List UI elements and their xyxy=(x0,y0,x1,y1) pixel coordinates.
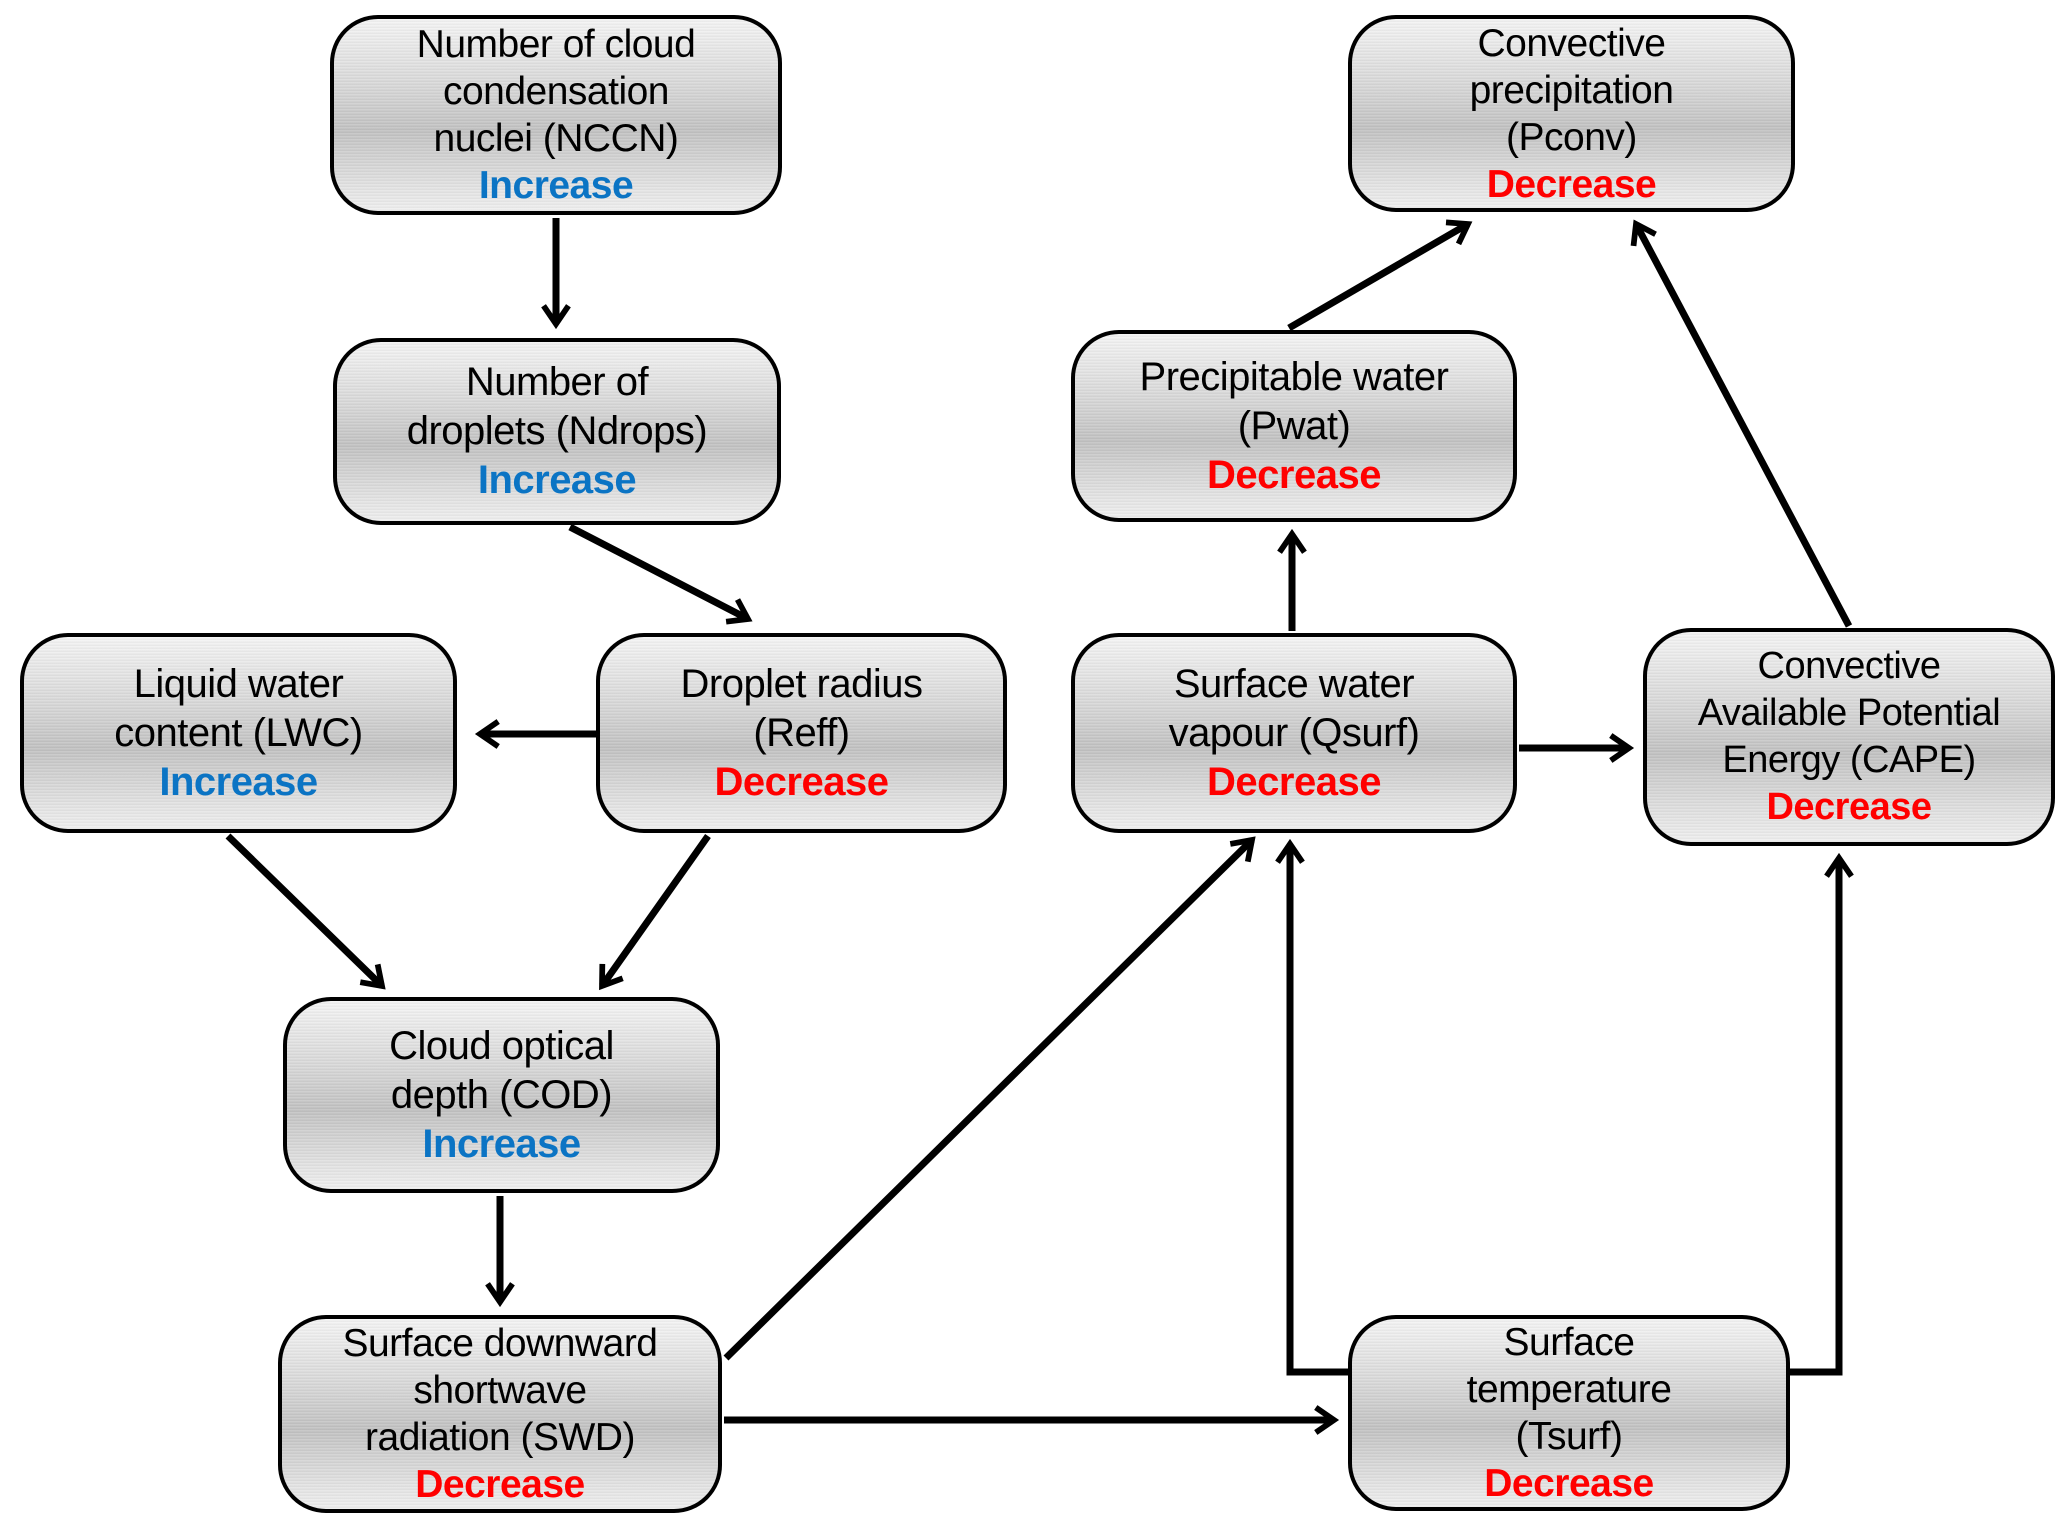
node-ndrops: Number of droplets (Ndrops) Increase xyxy=(333,338,781,525)
node-reff-status: Decrease xyxy=(714,759,889,804)
node-swd: Surface downward shortwave radiation (SW… xyxy=(278,1315,722,1513)
node-cod-status: Increase xyxy=(422,1121,581,1166)
node-qsurf: Surface water vapour (Qsurf) Decrease xyxy=(1071,633,1517,833)
node-swd-label: Surface downward shortwave radiation (SW… xyxy=(342,1322,658,1459)
node-tsurf-status: Decrease xyxy=(1484,1462,1654,1505)
node-tsurf: Surface temperature (Tsurf) Decrease xyxy=(1348,1315,1790,1511)
arrow-tsurf-qsurf xyxy=(1275,838,1348,1376)
node-swd-status: Decrease xyxy=(415,1463,585,1506)
node-pwat-status: Decrease xyxy=(1207,452,1381,497)
node-pwat-label: Precipitable water (Pwat) xyxy=(1139,354,1449,448)
arrow-pwat-pconv xyxy=(1287,219,1473,332)
node-pconv-status: Decrease xyxy=(1486,162,1657,206)
node-tsurf-label: Surface temperature (Tsurf) xyxy=(1466,1321,1672,1458)
node-lwc-status: Increase xyxy=(159,759,318,804)
node-nccn-label: Number of cloud condensation nuclei (NCC… xyxy=(416,23,696,160)
node-cape-status: Decrease xyxy=(1766,786,1932,828)
arrow-swd-qsurf xyxy=(723,836,1256,1361)
arrow-reff-cod xyxy=(599,833,711,991)
node-cod-label: Cloud optical depth (COD) xyxy=(389,1023,614,1117)
node-lwc-label: Liquid water content (LWC) xyxy=(114,661,363,755)
node-ndrops-status: Increase xyxy=(477,458,637,502)
node-nccn-status: Increase xyxy=(478,164,634,207)
arrow-ndrops-reff xyxy=(568,523,753,625)
node-cape: Convective Available Potential Energy (C… xyxy=(1643,628,2055,846)
node-qsurf-label: Surface water vapour (Qsurf) xyxy=(1168,661,1420,755)
node-qsurf-status: Decrease xyxy=(1207,759,1381,804)
arrow-tsurf-cape xyxy=(1790,852,1854,1376)
node-ndrops-label: Number of droplets (Ndrops) xyxy=(406,360,708,453)
node-pwat: Precipitable water (Pwat) Decrease xyxy=(1071,330,1517,522)
node-pconv-label: Convective precipitation (Pconv) xyxy=(1469,21,1674,159)
arrow-cape-pconv xyxy=(1630,219,1853,628)
node-reff: Droplet radius (Reff) Decrease xyxy=(596,633,1007,833)
node-reff-label: Droplet radius (Reff) xyxy=(680,661,923,755)
arrow-lwc-cod xyxy=(225,833,386,990)
node-lwc: Liquid water content (LWC) Increase xyxy=(20,633,457,833)
node-cod: Cloud optical depth (COD) Increase xyxy=(283,997,720,1193)
node-cape-label: Convective Available Potential Energy (C… xyxy=(1697,645,2001,781)
node-pconv: Convective precipitation (Pconv) Decreas… xyxy=(1348,15,1795,212)
node-nccn: Number of cloud condensation nuclei (NCC… xyxy=(330,15,782,215)
